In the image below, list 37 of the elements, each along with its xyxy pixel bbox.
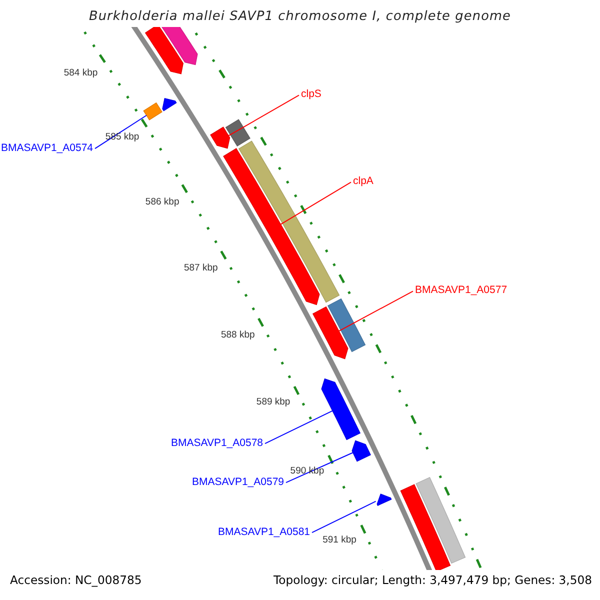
gene-feature	[327, 298, 366, 352]
tick-label: 584 kbp	[64, 67, 98, 78]
tick-label: 589 kbp	[256, 396, 290, 408]
tick-label: 591 kbp	[322, 534, 356, 546]
gene-feature	[376, 494, 392, 506]
gene-feature	[400, 484, 451, 570]
gene-feature	[160, 27, 198, 66]
leader-line	[312, 500, 376, 534]
gene-label: BMASAVP1_A0579	[192, 476, 284, 488]
gene-feature	[238, 140, 340, 303]
tick-label: 586 kbp	[145, 196, 180, 208]
gene-feature	[143, 102, 162, 120]
gene-label: BMASAVP1_A0577	[415, 284, 508, 296]
gene-feature	[352, 440, 371, 462]
gene-feature	[416, 477, 466, 564]
leader-line	[286, 452, 354, 484]
gene-feature	[210, 126, 230, 149]
gene-feature	[223, 148, 320, 306]
leader-line	[264, 410, 333, 444]
gene-feature	[144, 27, 184, 74]
gene-label: BMASAVP1_A0581	[218, 526, 310, 538]
tick-label: 588 kbp	[220, 329, 255, 340]
footer-text: Topology: circular; Length: 3,497,479 bp; Genes: 3,508	[272, 573, 594, 587]
leader-line	[338, 290, 414, 332]
gene-label: clpS	[301, 88, 322, 100]
gene-label: clpA	[353, 175, 374, 187]
gene-label: BMASAVP1_A0574	[0, 142, 93, 154]
footer-text: Accession: NC_008785	[8, 573, 144, 587]
gene-feature	[162, 98, 177, 112]
gene-feature	[321, 378, 361, 440]
gene-feature	[225, 119, 250, 146]
tick-label: 587 kbp	[184, 262, 218, 274]
gene-label: BMASAVP1_A0578	[170, 437, 263, 449]
leader-line	[228, 94, 300, 136]
leader-line	[94, 114, 147, 150]
leader-line	[280, 182, 352, 225]
gene-feature	[312, 306, 348, 360]
